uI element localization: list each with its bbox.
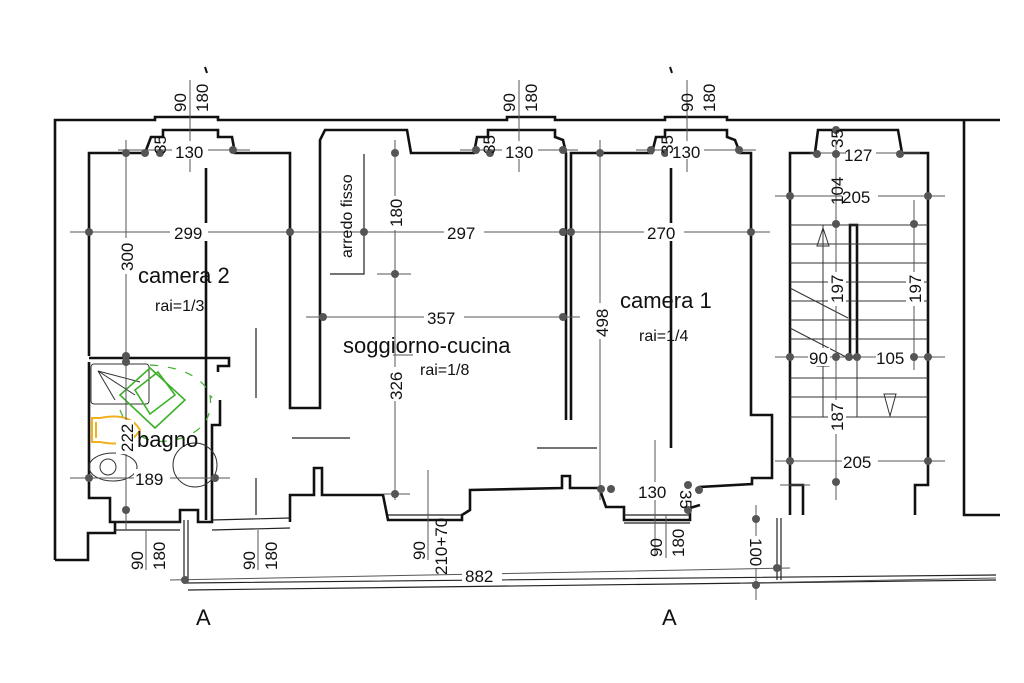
arredo-fisso-outline	[330, 154, 365, 275]
outer-walls	[53, 115, 1000, 562]
bagno-walls	[87, 362, 222, 524]
dimension-dots	[85, 126, 932, 589]
dim-stair-landing: 104	[828, 177, 847, 205]
dim-arredo-depth: 180	[387, 199, 406, 227]
label-arredo-fisso: arredo fisso	[339, 174, 356, 258]
room-name-camera-1: camera 1	[620, 288, 712, 313]
dim-bottom-win1-w: 90	[128, 551, 147, 570]
sink-icon	[172, 442, 218, 488]
dim-stair-opening: 127	[844, 146, 872, 165]
dim-sogg-win-w: 90	[500, 93, 519, 112]
dim-cam1-bottom-opening: 130	[638, 483, 666, 502]
bidet-icon	[91, 415, 142, 445]
dim-balcony-depth: 100	[746, 538, 765, 566]
dim-cam1-width: 270	[647, 224, 675, 243]
dim-cam1-opening: 130	[672, 143, 700, 162]
dim-bottom-win3-w: 90	[647, 538, 666, 557]
dim-cam2-width: 299	[174, 224, 202, 243]
dim-sogg-depth: 326	[387, 372, 406, 400]
stair-steps	[789, 224, 928, 418]
shower-tray-icon	[90, 363, 150, 405]
dim-stair-sill: 35	[828, 129, 847, 148]
dim-stair-flight-right: 197	[906, 275, 925, 303]
dimension-labels: 130 90 180 35 299 300 130 90 180 35 297 …	[116, 84, 925, 586]
dim-door-w: 90	[410, 541, 429, 560]
room-name-camera-2: camera 2	[138, 263, 230, 288]
dim-sogg-win-h: 180	[522, 84, 541, 112]
dim-bottom-win2-h: 180	[262, 542, 281, 570]
dim-bottom-win2-w: 90	[240, 551, 259, 570]
dim-cam1-depth: 498	[593, 309, 612, 337]
dim-stair-flight-left-w: 90	[809, 349, 828, 368]
dim-cam1-win-h: 180	[700, 84, 719, 112]
room-rai-camera-1: rai=1/4	[639, 328, 688, 345]
exterior-wall-bottom-left	[55, 522, 117, 562]
dim-cam2-opening: 130	[175, 143, 203, 162]
exterior-wall-top	[53, 115, 1000, 560]
dim-cam1-win-w: 90	[678, 93, 697, 112]
dim-sogg-opening: 130	[505, 143, 533, 162]
balcony	[115, 514, 997, 591]
section-mark-top-left	[204, 66, 208, 74]
dim-cam2-sill: 35	[151, 135, 170, 154]
dim-stair-width-bottom: 205	[843, 453, 871, 472]
dim-door-h: 210+70	[432, 518, 451, 575]
dim-sogg-sill: 35	[480, 135, 499, 154]
dim-stair-flight-right-w: 105	[876, 349, 904, 368]
dim-cam2-win-w: 90	[171, 93, 190, 112]
room-rai-soggiorno-cucina: rai=1/8	[420, 362, 469, 379]
dim-stair-lower: 187	[828, 403, 847, 431]
dim-bottom-win1-h: 180	[150, 542, 169, 570]
toilet-icon	[88, 452, 138, 482]
room-name-soggiorno-cucina: soggiorno-cucina	[343, 333, 511, 358]
room-rai-camera-2: rai=1/3	[155, 298, 204, 315]
dim-cam2-win-h: 180	[193, 84, 212, 112]
exterior-wall-right-partition	[962, 120, 1000, 517]
dim-cam1-sill: 35	[658, 135, 677, 154]
dim-bottom-win3-h: 180	[669, 529, 688, 557]
dim-stair-flight-left: 197	[828, 275, 847, 303]
stair-divider	[848, 223, 859, 359]
dim-sogg-width: 357	[427, 309, 455, 328]
dim-bagno-depth: 222	[118, 424, 137, 452]
arrow-up-icon	[816, 226, 830, 247]
camera-2-walls	[87, 128, 292, 520]
section-mark-top-right	[669, 66, 673, 74]
section-mark-left: A	[196, 605, 211, 630]
dim-bagno-width: 189	[135, 470, 163, 489]
section-mark-right: A	[662, 605, 677, 630]
section-marks: A A	[196, 66, 677, 630]
arrow-down-icon	[883, 393, 897, 418]
room-name-bagno: bagno	[137, 427, 198, 452]
dim-sogg-width-top: 297	[447, 224, 475, 243]
room-labels: camera 2 rai=1/3 soggiorno-cucina rai=1/…	[137, 174, 712, 452]
dim-stair-width-top: 205	[842, 188, 870, 207]
dim-cam2-depth: 300	[118, 243, 137, 271]
dim-total-length: 882	[465, 567, 493, 586]
dim-cam1-bottom-sill: 35	[676, 490, 695, 509]
camera-1-walls	[255, 128, 774, 522]
